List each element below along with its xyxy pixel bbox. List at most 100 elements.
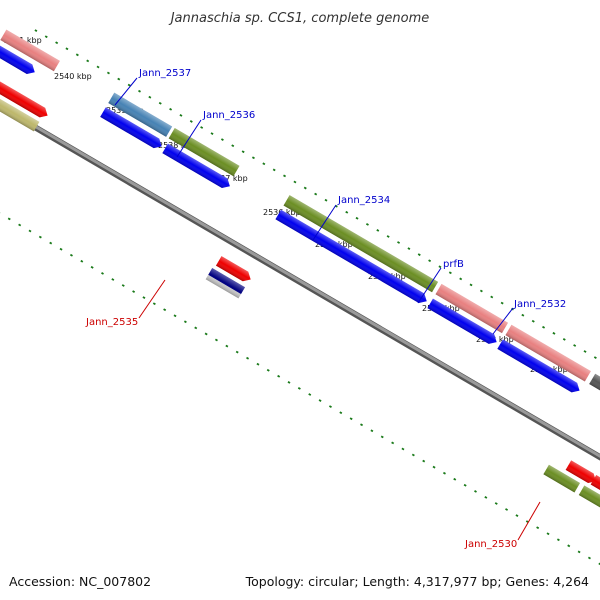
tick-mark bbox=[277, 374, 281, 378]
tick-mark bbox=[556, 538, 560, 542]
tick-mark bbox=[411, 453, 415, 457]
tick-mark bbox=[262, 162, 266, 166]
kbp-label: 2537 kbp bbox=[210, 174, 248, 183]
tick-mark bbox=[422, 459, 426, 463]
tick-mark bbox=[546, 532, 550, 536]
tick-mark bbox=[432, 465, 436, 469]
tick-mark bbox=[583, 350, 587, 353]
tick-mark bbox=[536, 526, 540, 530]
accession-text: Accession: NC_007802 bbox=[9, 574, 151, 589]
tick-mark bbox=[121, 284, 125, 287]
tick-mark bbox=[169, 107, 173, 111]
tick-mark bbox=[552, 331, 556, 335]
gene-label-jann-2535[interactable]: Jann_2535 bbox=[85, 317, 138, 328]
tick-mark bbox=[7, 217, 11, 221]
tick-mark bbox=[459, 277, 463, 281]
tick-mark bbox=[474, 490, 477, 493]
tick-mark bbox=[179, 114, 183, 117]
tick-mark bbox=[163, 308, 167, 312]
tick-mark bbox=[256, 362, 260, 366]
tick-mark bbox=[28, 229, 32, 233]
gene-label-jann-2536[interactable]: Jann_2536 bbox=[202, 110, 255, 121]
tick-mark bbox=[442, 471, 446, 475]
tick-mark bbox=[59, 247, 63, 251]
tick-mark bbox=[448, 271, 452, 275]
tick-mark bbox=[132, 290, 136, 293]
tick-mark bbox=[101, 272, 104, 275]
tick-mark bbox=[96, 65, 100, 69]
tick-mark bbox=[69, 253, 73, 257]
tick-mark bbox=[303, 186, 307, 190]
tick-mark bbox=[34, 29, 38, 32]
tick-mark bbox=[587, 556, 591, 560]
tick-mark bbox=[479, 289, 483, 293]
tick-mark bbox=[376, 229, 380, 232]
tick-mark bbox=[127, 83, 131, 87]
tick-mark bbox=[349, 417, 353, 421]
tick-mark bbox=[380, 435, 384, 439]
tick-mark bbox=[484, 496, 488, 499]
gene-label-jann-2530[interactable]: Jann_2530 bbox=[464, 539, 517, 550]
tick-mark bbox=[297, 387, 301, 390]
gene-label-prfb[interactable]: prfB bbox=[443, 259, 464, 270]
tick-mark bbox=[515, 514, 519, 517]
genome-backbone bbox=[0, 103, 600, 461]
tick-mark bbox=[204, 332, 208, 336]
tick-mark bbox=[173, 314, 177, 318]
tick-mark bbox=[148, 95, 152, 99]
tick-mark bbox=[308, 393, 312, 396]
tick-mark bbox=[365, 223, 369, 226]
kbp-label: 2540 kbp bbox=[54, 72, 92, 81]
tick-mark bbox=[117, 77, 121, 81]
tick-mark bbox=[397, 241, 401, 244]
tick-mark bbox=[106, 71, 110, 75]
tick-mark bbox=[272, 168, 276, 172]
tick-mark bbox=[370, 429, 374, 433]
tick-mark bbox=[318, 399, 322, 402]
gene-labels: Jann_2537 Jann_2536 Jann_2534 prfB Jann_… bbox=[85, 68, 566, 550]
tick-mark bbox=[266, 368, 270, 372]
tick-mark bbox=[542, 325, 546, 329]
tick-mark bbox=[453, 477, 457, 481]
label-leader-lines bbox=[114, 77, 541, 541]
tick-mark bbox=[80, 259, 84, 263]
tick-mark bbox=[55, 41, 59, 45]
tick-mark bbox=[577, 550, 581, 554]
tick-mark bbox=[225, 344, 229, 348]
tick-mark bbox=[241, 150, 245, 154]
map-title: Jannaschia sp. CCS1, complete genome bbox=[168, 11, 430, 26]
tick-mark bbox=[438, 265, 442, 269]
tick-mark bbox=[500, 301, 504, 305]
tick-mark bbox=[339, 411, 343, 415]
gene-label-jann-2534[interactable]: Jann_2534 bbox=[337, 195, 390, 206]
tick-mark bbox=[562, 338, 566, 341]
tick-mark bbox=[214, 338, 218, 342]
tick-mark bbox=[38, 235, 42, 239]
tick-mark bbox=[521, 313, 525, 317]
tick-mark bbox=[158, 101, 162, 105]
kbp-label: 2538 kbp bbox=[158, 141, 196, 150]
tick-mark bbox=[355, 216, 359, 220]
tick-mark bbox=[90, 265, 94, 269]
tick-mark bbox=[324, 198, 328, 202]
tick-mark bbox=[391, 441, 395, 445]
genome-summary-text: Topology: circular; Length: 4,317,977 bp… bbox=[245, 574, 589, 589]
tick-mark bbox=[86, 59, 90, 63]
tick-mark bbox=[386, 235, 390, 238]
tick-mark bbox=[593, 356, 597, 359]
tick-mark bbox=[231, 144, 235, 148]
tick-mark bbox=[220, 138, 224, 141]
tick-mark bbox=[407, 247, 411, 250]
tick-mark bbox=[75, 53, 79, 57]
tick-mark bbox=[142, 296, 146, 299]
gene-label-jann-2537[interactable]: Jann_2537 bbox=[138, 68, 191, 79]
gene-label-jann-2532[interactable]: Jann_2532 bbox=[513, 299, 566, 310]
tick-mark bbox=[428, 259, 432, 263]
tick-mark bbox=[251, 156, 255, 160]
tick-mark bbox=[463, 483, 467, 487]
tick-mark bbox=[417, 253, 421, 257]
tick-tracks bbox=[0, 29, 600, 566]
tick-mark bbox=[111, 278, 115, 281]
tick-mark bbox=[490, 295, 494, 299]
